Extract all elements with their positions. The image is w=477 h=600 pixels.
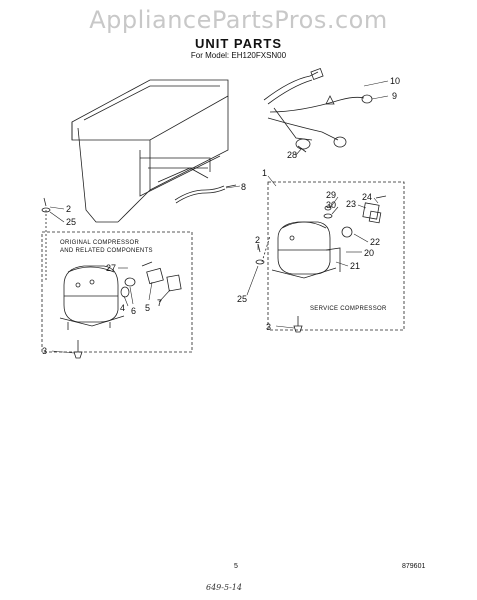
callout-7: 7 bbox=[157, 298, 162, 308]
handwritten-note: 649-5-14 bbox=[206, 583, 242, 592]
original-compressor bbox=[59, 265, 125, 330]
original-label-1: ORIGINAL COMPRESSOR bbox=[60, 240, 140, 246]
left-fasteners bbox=[41, 197, 83, 359]
callout-20: 20 bbox=[364, 248, 374, 258]
page-number: 5 bbox=[234, 563, 238, 570]
cabinet-frame bbox=[71, 79, 229, 223]
right-fasteners bbox=[255, 235, 303, 333]
callout-21: 21 bbox=[350, 261, 360, 271]
callout-25-right: 25 bbox=[237, 294, 247, 304]
callout-25-left: 25 bbox=[66, 217, 76, 227]
leader-lines bbox=[49, 80, 389, 354]
service-compressor bbox=[271, 221, 341, 279]
callout-30: 30 bbox=[326, 200, 336, 210]
callout-27: 27 bbox=[106, 263, 116, 273]
callout-28: 28 bbox=[287, 150, 297, 160]
callout-2-right: 2 bbox=[255, 235, 260, 245]
callout-8: 8 bbox=[241, 182, 246, 192]
callout-5: 5 bbox=[145, 303, 150, 313]
service-label: SERVICE COMPRESSOR bbox=[310, 306, 387, 312]
callout-29: 29 bbox=[326, 190, 336, 200]
callout-4: 4 bbox=[120, 303, 125, 313]
part-28-clip bbox=[295, 138, 311, 153]
page-title: UNIT PARTS bbox=[194, 36, 283, 51]
callout-23: 23 bbox=[346, 199, 356, 209]
callout-2-left: 2 bbox=[66, 204, 71, 214]
callout-24: 24 bbox=[362, 192, 372, 202]
service-relay-parts bbox=[323, 195, 387, 238]
callout-10: 10 bbox=[390, 76, 400, 86]
original-label-2: AND RELATED COMPONENTS bbox=[60, 248, 153, 254]
model-line: For Model: EH120FXSN00 bbox=[190, 51, 287, 60]
watermark: AppliancePartsPros.com bbox=[89, 6, 388, 34]
service-compressor-box bbox=[267, 181, 405, 331]
original-compressor-box bbox=[41, 231, 193, 353]
callout-22: 22 bbox=[370, 237, 380, 247]
diagram-code: 879601 bbox=[402, 563, 426, 570]
callout-3-right: 3 bbox=[266, 322, 271, 332]
callout-6: 6 bbox=[131, 306, 136, 316]
callout-3-left: 3 bbox=[42, 346, 47, 356]
relay-parts bbox=[120, 261, 182, 298]
callout-9: 9 bbox=[392, 91, 397, 101]
wire-harness bbox=[263, 68, 373, 148]
callout-1: 1 bbox=[262, 168, 267, 178]
part-8-tube bbox=[174, 184, 237, 204]
